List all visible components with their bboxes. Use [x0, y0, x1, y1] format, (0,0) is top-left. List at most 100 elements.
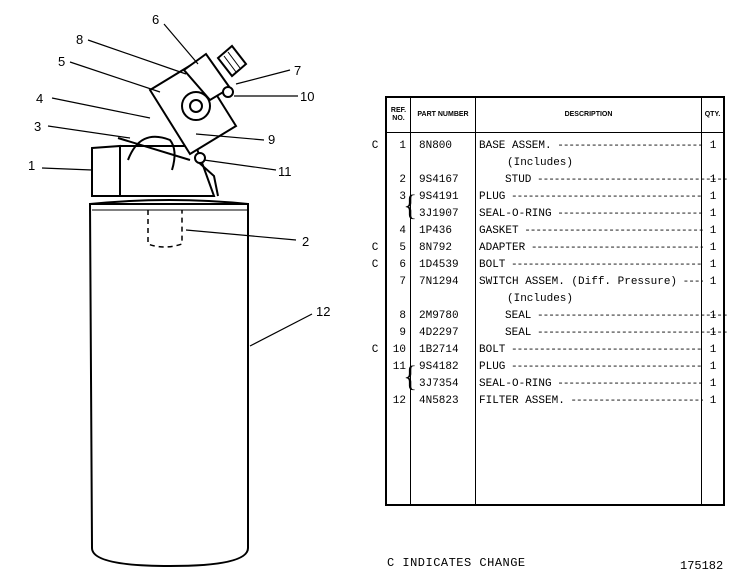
description: FILTER ASSEM. --------------------------…	[477, 393, 703, 410]
description-text: ADAPTER	[479, 242, 526, 254]
part-number: 8N800	[419, 140, 453, 152]
part-number: 8N792	[419, 242, 453, 254]
dot-leader: ----------------------------------------…	[530, 242, 703, 254]
ref-number: 10	[392, 344, 406, 356]
table-row: (Includes)	[387, 291, 723, 308]
group-brace-ref-3: {	[403, 189, 418, 222]
ref-number: 3	[399, 191, 406, 203]
ref-number: 9	[399, 327, 406, 339]
description-text: FILTER ASSEM.	[479, 395, 565, 407]
part-number	[417, 155, 477, 172]
description: SEAL-O-RING ----------------------------…	[477, 206, 703, 223]
description: SEAL-O-RING ----------------------------…	[477, 376, 703, 393]
table-row: 1 8N800 BASE ASSEM. ----------------------…	[387, 138, 723, 155]
change-marker: C	[371, 259, 379, 271]
dot-leader: ----------------------------------------…	[557, 208, 703, 220]
ref-number	[387, 155, 409, 172]
ref-number: 2	[399, 174, 406, 186]
callout-4: 4	[36, 91, 43, 106]
description: BOLT -----------------------------------…	[477, 342, 703, 359]
callout-2: 2	[302, 234, 309, 249]
quantity: 1	[709, 174, 717, 186]
description-text: SEAL-O-RING	[479, 378, 552, 390]
description-text: STUD	[505, 174, 532, 186]
group-brace-ref-11: {	[403, 360, 418, 393]
filter-assembly-illustration: 1 2 3 4 5 6 7 8 9 10 11 12	[28, 12, 330, 568]
dot-leader: ----------------------------------------…	[537, 327, 729, 339]
ref-number: 5	[399, 242, 406, 254]
quantity: 1	[709, 344, 717, 356]
callout-10: 10	[300, 89, 314, 104]
callout-9: 9	[268, 132, 275, 147]
dot-leader: ----------------------------------------…	[537, 174, 729, 186]
description: SWITCH ASSEM. (Diff. Pressure) ---------…	[477, 274, 703, 291]
quantity: 1	[709, 225, 717, 237]
ref-number: 11	[392, 361, 406, 373]
description-text: GASKET	[479, 225, 519, 237]
part-number: 1B2714	[419, 344, 459, 356]
dot-leader: ----------------------------------------…	[511, 191, 703, 203]
quantity: 1	[709, 327, 717, 339]
part-number: 9S4182	[419, 361, 459, 373]
description: BOLT -----------------------------------…	[477, 257, 703, 274]
callout-8: 8	[76, 32, 83, 47]
header-qty: QTY.	[704, 111, 721, 118]
ref-number: 4	[399, 225, 406, 237]
dot-leader: ----------------------------------------…	[570, 395, 703, 407]
description-text: BOLT	[479, 259, 506, 271]
description: SEAL -----------------------------------…	[477, 308, 729, 325]
table-row: 5 8N792 ADAPTER --------------------------…	[387, 240, 723, 257]
description-text: SEAL	[505, 327, 532, 339]
dot-leader: ----------------------------------------…	[557, 378, 703, 390]
ref-number: 1	[399, 140, 406, 152]
change-marker: C	[371, 242, 379, 254]
quantity: 1	[709, 259, 717, 271]
description: ADAPTER --------------------------------…	[477, 240, 703, 257]
dot-leader: ----------------------------------------…	[682, 276, 703, 288]
dot-leader: ----------------------------------------…	[511, 344, 703, 356]
quantity: 1	[709, 276, 717, 288]
quantity	[703, 291, 723, 308]
quantity: 1	[709, 361, 717, 373]
part-number: 4N5823	[419, 395, 459, 407]
table-row: (Includes)	[387, 155, 723, 172]
part-number: 1P436	[419, 225, 453, 237]
description-text: PLUG	[479, 361, 506, 373]
dot-leader: ----------------------------------------…	[557, 140, 703, 152]
callout-5: 5	[58, 54, 65, 69]
table-row: 3J1907 SEAL-O-RING ----------------------…	[387, 206, 723, 223]
description: PLUG -----------------------------------…	[477, 359, 703, 376]
part-number: 3J1907	[419, 208, 459, 220]
quantity: 1	[709, 395, 717, 407]
ref-number: 7	[399, 276, 406, 288]
callout-12: 12	[316, 304, 330, 319]
description: BASE ASSEM. ----------------------------…	[477, 138, 703, 155]
dot-leader: ----------------------------------------…	[511, 259, 703, 271]
quantity: 1	[709, 140, 717, 152]
description-text: SEAL-O-RING	[479, 208, 552, 220]
table-row: 3J7354 SEAL-O-RING ----------------------…	[387, 376, 723, 393]
description-text: SEAL	[505, 310, 532, 322]
callout-11: 11	[278, 164, 292, 179]
table-row: 4 1P436 GASKET ---------------------------…	[387, 223, 723, 240]
description-text: PLUG	[479, 191, 506, 203]
dot-leader: ----------------------------------------…	[524, 225, 703, 237]
quantity: 1	[709, 242, 717, 254]
ref-number	[387, 291, 409, 308]
quantity: 1	[709, 310, 717, 322]
quantity: 1	[709, 208, 717, 220]
callout-6: 6	[152, 12, 159, 27]
header-ref-no: REF. NO.	[390, 107, 407, 122]
part-number: 3J7354	[419, 378, 459, 390]
ref-number: 8	[399, 310, 406, 322]
callout-3: 3	[34, 119, 41, 134]
part-number: 2M9780	[419, 310, 459, 322]
callout-1: 1	[28, 158, 35, 173]
callout-labels: 1 2 3 4 5 6 7 8 9 10 11 12	[28, 12, 330, 319]
